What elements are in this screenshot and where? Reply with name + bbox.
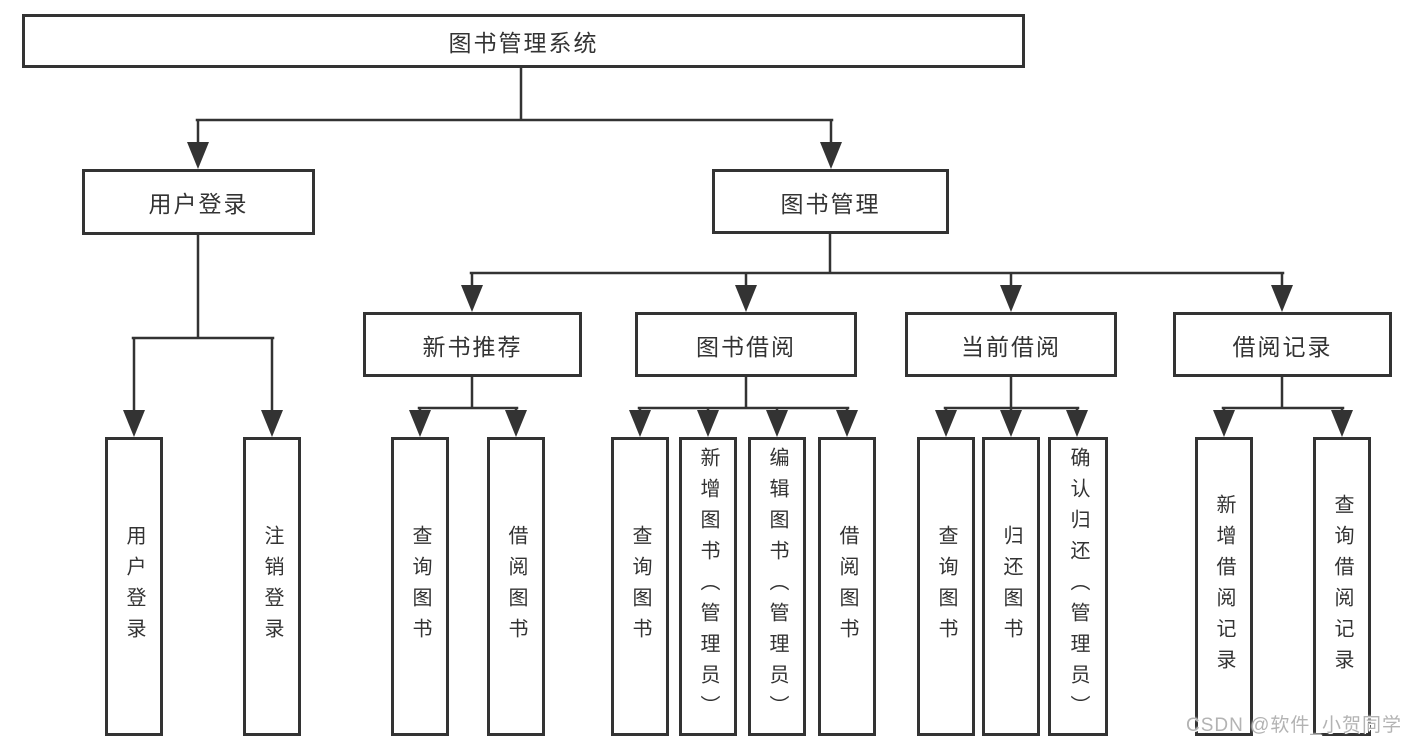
node-borrow-record: 借阅记录 — [1173, 312, 1392, 377]
node-current-borrow: 当前借阅 — [905, 312, 1117, 377]
leaf-cb-confirm-return-admin: 确认归还（管理员） — [1048, 437, 1108, 736]
node-label: 用户登录 — [123, 524, 145, 649]
node-book-borrow: 图书借阅 — [635, 312, 857, 377]
leaf-cb-return-book: 归还图书 — [982, 437, 1040, 736]
node-label: 编辑图书（管理员） — [766, 447, 788, 726]
node-label: 注销登录 — [261, 524, 283, 649]
arrow-down-icon — [820, 142, 842, 169]
leaf-br-query-record: 查询借阅记录 — [1313, 437, 1371, 736]
arrow-down-icon — [123, 410, 145, 437]
node-label: 查询图书 — [409, 524, 431, 649]
node-label: 查询借阅记录 — [1331, 493, 1353, 680]
leaf-nb-borrow-book: 借阅图书 — [487, 437, 545, 736]
arrow-down-icon — [1000, 285, 1022, 312]
arrow-down-icon — [629, 410, 651, 437]
leaf-bb-query-book: 查询图书 — [611, 437, 669, 736]
node-label: 当前借阅 — [961, 333, 1061, 360]
leaf-logout-login: 注销登录 — [243, 437, 301, 736]
node-label: 新增借阅记录 — [1213, 493, 1235, 680]
arrow-down-icon — [935, 410, 957, 437]
arrow-down-icon — [1213, 410, 1235, 437]
node-label: 新书推荐 — [422, 333, 523, 360]
leaf-br-add-record: 新增借阅记录 — [1195, 437, 1253, 736]
node-book-management: 图书管理 — [712, 169, 949, 234]
arrow-down-icon — [1066, 410, 1088, 437]
arrow-down-icon — [1000, 410, 1022, 437]
node-label: 归还图书 — [1000, 524, 1022, 649]
node-user-login: 用户登录 — [82, 169, 315, 235]
leaf-bb-borrow-book: 借阅图书 — [818, 437, 876, 736]
leaf-user-login: 用户登录 — [105, 437, 163, 736]
arrow-down-icon — [836, 410, 858, 437]
node-root-system: 图书管理系统 — [22, 14, 1025, 68]
node-label: 图书管理系统 — [448, 30, 599, 56]
node-label: 借阅记录 — [1232, 333, 1333, 360]
arrow-down-icon — [187, 142, 209, 169]
node-label: 新增图书（管理员） — [697, 447, 719, 726]
node-label: 图书借阅 — [696, 333, 796, 360]
leaf-bb-add-book-admin: 新增图书（管理员） — [679, 437, 737, 736]
leaf-nb-query-book: 查询图书 — [391, 437, 449, 736]
arrow-down-icon — [1331, 410, 1353, 437]
node-label: 用户登录 — [148, 191, 249, 217]
watermark: CSDN @软件_小贺同学 — [1186, 715, 1402, 736]
arrow-down-icon — [697, 410, 719, 437]
arrow-down-icon — [261, 410, 283, 437]
arrow-down-icon — [461, 285, 483, 312]
leaf-cb-query-book: 查询图书 — [917, 437, 975, 736]
arrow-down-icon — [766, 410, 788, 437]
node-new-book-recommend: 新书推荐 — [363, 312, 582, 377]
node-label: 查询图书 — [935, 524, 957, 649]
node-label: 借阅图书 — [505, 524, 527, 649]
node-label: 图书管理 — [780, 190, 881, 217]
arrow-down-icon — [409, 410, 431, 437]
arrow-down-icon — [735, 285, 757, 312]
node-label: 确认归还（管理员） — [1067, 447, 1089, 726]
node-label: 借阅图书 — [836, 524, 858, 649]
leaf-bb-edit-book-admin: 编辑图书（管理员） — [748, 437, 806, 736]
arrow-down-icon — [1271, 285, 1293, 312]
arrow-down-icon — [505, 410, 527, 437]
node-label: 查询图书 — [629, 524, 651, 649]
